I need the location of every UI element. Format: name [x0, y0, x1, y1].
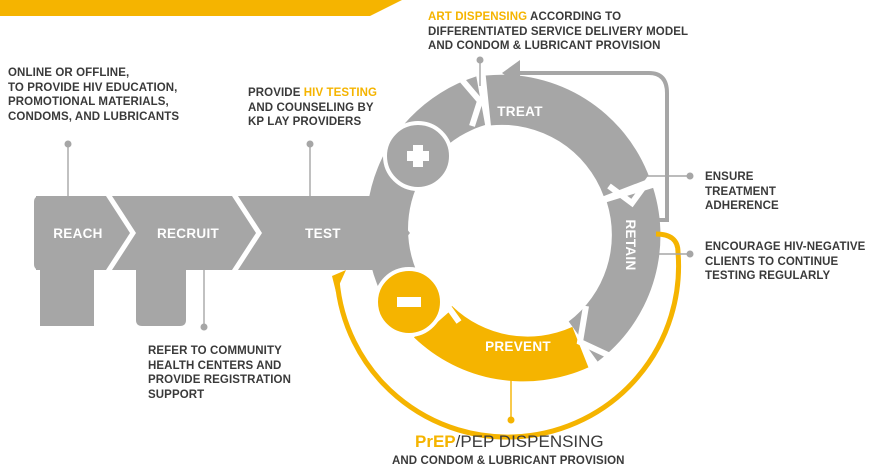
- ring-chevron-test-treat: [459, 78, 484, 127]
- prevent-return-arrow: [334, 231, 682, 440]
- prep-leader-dot: [507, 416, 515, 424]
- reach-note-line-1: ONLINE OR OFFLINE,: [8, 67, 130, 79]
- art-note-highlight: ART DISPENSING: [428, 11, 528, 23]
- reach-tooth: [36, 196, 94, 326]
- negative-note: ENCOURAGE HIV-NEGATIVE CLIENTS TO CONTIN…: [705, 240, 865, 284]
- art-note-post: ACCORDING TO: [527, 11, 622, 23]
- prep-heading: PrEP/PEP DISPENSING: [415, 432, 604, 452]
- art-leader-dot: [476, 56, 484, 64]
- retain-return-arrow: [513, 71, 669, 222]
- recruit-leader-dot: [200, 323, 208, 331]
- ring-chevron-retain-prevent: [576, 305, 612, 359]
- reach-note-line-3: PROMOTIONAL MATERIALS,: [8, 96, 169, 108]
- negative-note-line-1: ENCOURAGE HIV-NEGATIVE: [705, 241, 866, 253]
- reach-segment: [34, 196, 130, 270]
- prep-subheading-line: AND CONDOM & LUBRICANT PROVISION: [392, 455, 625, 467]
- adherence-leader-dot: [686, 172, 694, 180]
- test-note-line-2: AND COUNSELING BY: [248, 101, 374, 114]
- negative-note-line-2: CLIENTS TO CONTINUE: [705, 255, 839, 268]
- segment-test-label: TEST: [305, 226, 341, 241]
- recruit-note-line-2: HEALTH CENTERS AND: [148, 359, 282, 372]
- adherence-note-line-3: ADHERENCE: [705, 200, 779, 212]
- segment-recruit-label: RECRUIT: [157, 226, 220, 241]
- recruit-note-line-1: REFER TO COMMUNITY: [148, 345, 282, 357]
- prep-subheading: AND CONDOM & LUBRICANT PROVISION: [392, 454, 625, 469]
- adherence-note-line-1: ENSURE: [705, 171, 754, 183]
- treat-ring-segment: [485, 74, 650, 197]
- treat-arrowhead: [502, 60, 520, 86]
- negative-leader-dot: [686, 250, 694, 258]
- reach-note-line-4: CONDOMS, AND LUBRICANTS: [8, 110, 180, 123]
- cascade-bar: [34, 196, 410, 326]
- recruit-note: REFER TO COMMUNITY HEALTH CENTERS AND PR…: [148, 344, 291, 402]
- adherence-note-line-2: TREATMENT: [705, 185, 776, 198]
- recruit-tooth: [136, 270, 186, 326]
- prep-heading-highlight: PrEP: [415, 432, 456, 451]
- top-banner: [0, 0, 402, 16]
- segment-reach-label: REACH: [53, 226, 103, 241]
- prep-heading-post: /PEP DISPENSING: [455, 432, 604, 451]
- minus-icon: [374, 267, 444, 337]
- test-leader-dot: [306, 140, 314, 148]
- segment-treat-label: TREAT: [497, 104, 543, 119]
- test-note-line-3: KP LAY PROVIDERS: [248, 116, 362, 128]
- prevent-ring-segment: [413, 305, 589, 382]
- prevent-arrowhead: [332, 270, 346, 292]
- recruit-note-line-3: PROVIDE REGISTRATION: [148, 374, 291, 386]
- reach-leader-dot: [64, 140, 72, 148]
- ring-chevron-treat-retain: [607, 168, 659, 208]
- recruit-note-line-4: SUPPORT: [148, 388, 205, 401]
- adherence-note: ENSURE TREATMENT ADHERENCE: [705, 170, 779, 214]
- retain-return-arrow-inner: [513, 66, 674, 220]
- segment-prevent-label: PREVENT: [485, 339, 551, 354]
- plus-icon: [383, 121, 453, 191]
- test-note-pre: PROVIDE: [248, 87, 304, 99]
- retain-ring-segment: [568, 187, 661, 362]
- art-note-line-2: DIFFERENTIATED SERVICE DELIVERY MODEL: [428, 25, 689, 38]
- art-note-line-3: AND CONDOM & LUBRICANT PROVISION: [428, 40, 661, 52]
- test-note-highlight: HIV TESTING: [303, 87, 378, 99]
- test-note: PROVIDE HIV TESTING AND COUNSELING BY KP…: [248, 86, 377, 130]
- reach-note: ONLINE OR OFFLINE, TO PROVIDE HIV EDUCAT…: [8, 66, 179, 124]
- segment-retain-label: RETAIN: [623, 219, 638, 270]
- recruit-segment: [112, 196, 256, 270]
- reach-note-line-2: TO PROVIDE HIV EDUCATION,: [8, 81, 178, 94]
- negative-note-line-3: TESTING REGULARLY: [705, 270, 831, 282]
- art-note: ART DISPENSING ACCORDING TO DIFFERENTIAT…: [428, 10, 688, 54]
